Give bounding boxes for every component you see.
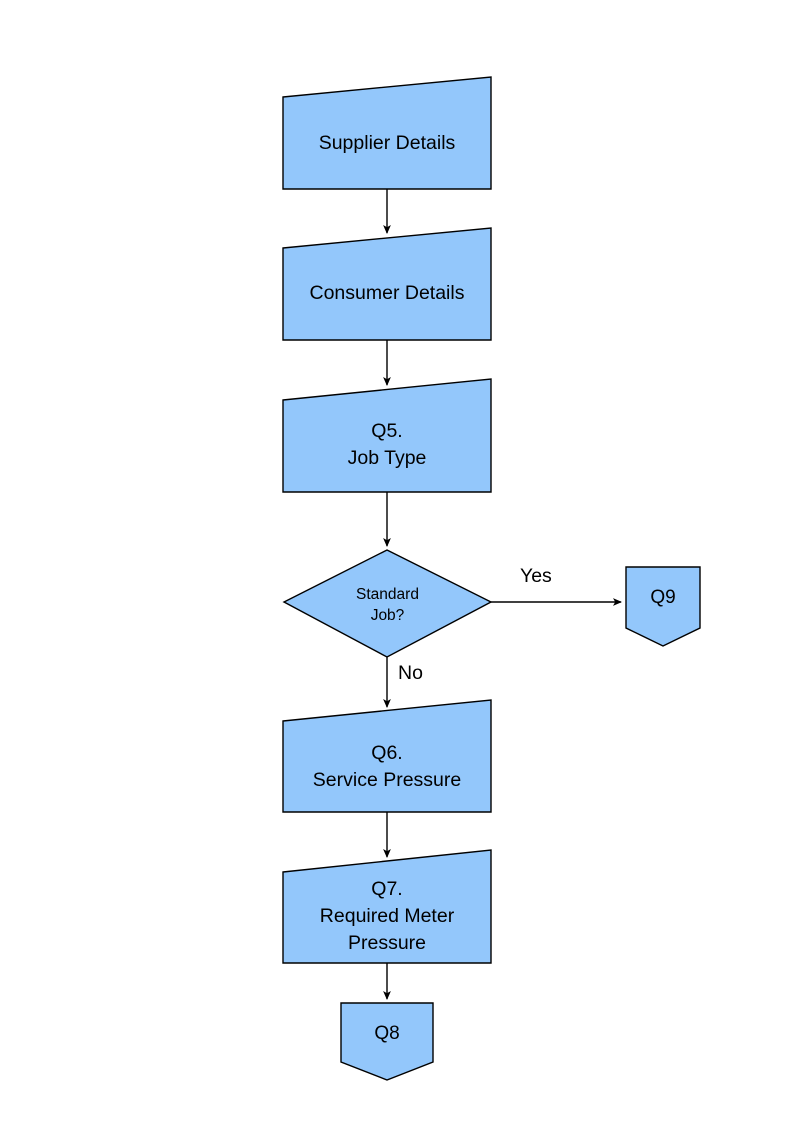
node-q7-required-meter-pressure[interactable] [282, 849, 492, 964]
node-q8[interactable] [340, 1002, 434, 1081]
node-q9[interactable] [625, 566, 701, 647]
node-supplier-details[interactable] [282, 76, 492, 190]
edge-label-no: No [398, 662, 423, 684]
node-standard-job-decision[interactable] [282, 549, 493, 658]
node-consumer-details[interactable] [282, 227, 492, 341]
edge-label-yes: Yes [520, 565, 552, 587]
node-q5-job-type[interactable] [282, 378, 492, 493]
node-q6-service-pressure[interactable] [282, 699, 492, 813]
